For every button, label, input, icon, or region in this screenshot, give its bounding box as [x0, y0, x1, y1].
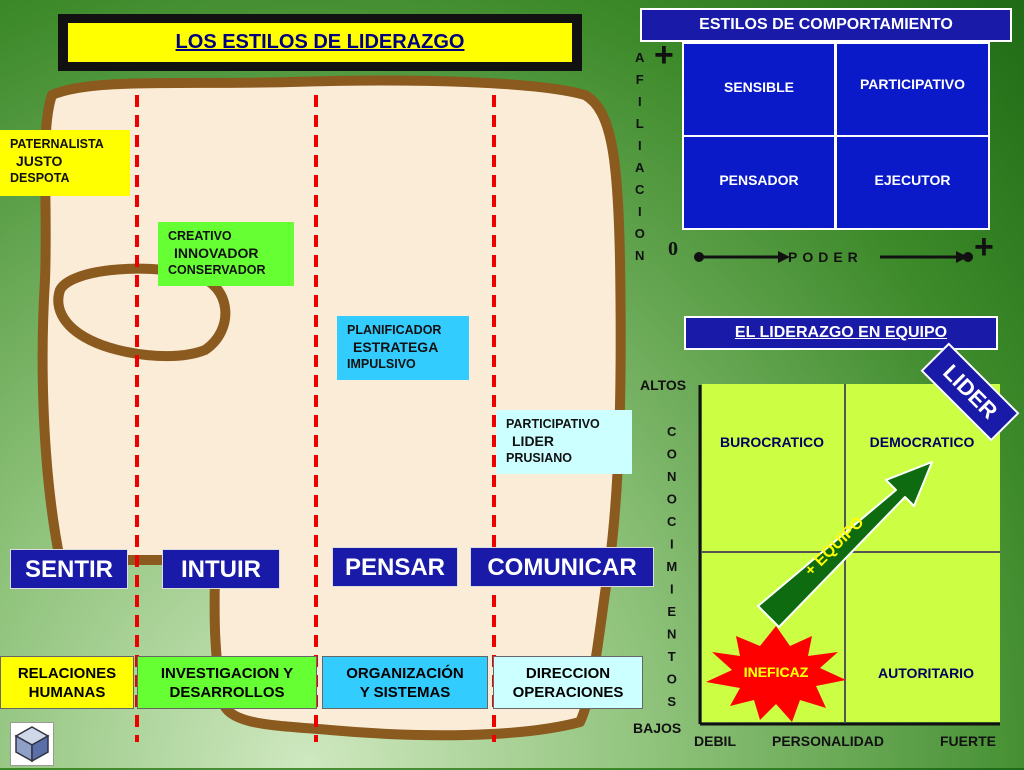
bajos-label: BAJOS	[633, 720, 682, 736]
poder-zero: 0	[668, 238, 678, 260]
grid-h-divider	[702, 551, 1000, 553]
debil-label: DEBIL	[694, 733, 736, 749]
dimension-sentir: SENTIR	[10, 549, 128, 589]
cell-participativo: PARTICIPATIVO	[837, 44, 988, 135]
afiliacion-text: AFILIACION	[632, 50, 648, 270]
afiliacion-axis-label: AFILIACION	[628, 50, 650, 270]
cell-pensador: PENSADOR	[684, 137, 834, 228]
cell-sensible: SENSIBLE	[684, 44, 834, 135]
ineficaz-text: INEFICAZ	[743, 664, 809, 680]
logo	[10, 722, 54, 766]
trait-box-pensar: PLANIFICADOR ESTRATEGA IMPULSIVO	[337, 316, 469, 380]
dimension-comunicar: COMUNICAR	[470, 547, 654, 587]
conocimientos-text: CONOCIMIENTOS	[664, 424, 680, 717]
conocimientos-axis-label: CONOCIMIENTOS	[660, 424, 682, 717]
cell-democratico: DEMOCRATICO	[869, 434, 975, 450]
poder-axis-label: PODER	[788, 249, 863, 265]
afiliacion-plus: +	[654, 36, 674, 74]
brain-lobe-outline	[53, 263, 231, 362]
trait-box-intuir: CREATIVO INNOVADOR CONSERVADOR	[158, 222, 294, 286]
area-direccion: DIRECCION OPERACIONES	[493, 656, 643, 709]
altos-label: ALTOS	[640, 377, 687, 393]
trait-box-comunicar: PARTICIPATIVO LIDER PRUSIANO	[496, 410, 632, 474]
page-title: LOS ESTILOS DE LIDERAZGO	[66, 21, 574, 64]
personalidad-label: PERSONALIDAD	[772, 733, 885, 749]
dimension-pensar: PENSAR	[332, 547, 458, 587]
comportamiento-title: ESTILOS DE COMPORTAMIENTO	[640, 8, 1012, 42]
cell-ejecutor: EJECUTOR	[837, 137, 988, 228]
cube-logo-icon	[14, 726, 50, 763]
area-relaciones-humanas: RELACIONES HUMANAS	[0, 656, 134, 709]
area-organizacion: ORGANIZACIÓN Y SISTEMAS	[322, 656, 488, 709]
poder-plus: +	[974, 228, 994, 266]
cell-ineficaz: INEFICAZ	[743, 664, 809, 680]
area-investigacion: INVESTIGACION Y DESARROLLOS	[137, 656, 317, 709]
equipo-grid: BUROCRATICO DEMOCRATICO INEFICAZ AUTORIT…	[702, 384, 1000, 722]
trait-box-sentir: PATERNALISTA JUSTO DESPOTA	[0, 130, 130, 196]
cell-burocratico: BUROCRATICO	[720, 434, 824, 450]
cell-autoritario: AUTORITARIO	[878, 665, 974, 681]
dimension-intuir: INTUIR	[162, 549, 280, 589]
comportamiento-grid: SENSIBLE PARTICIPATIVO PENSADOR EJECUTOR	[682, 42, 990, 230]
fuerte-label: FUERTE	[940, 733, 996, 749]
